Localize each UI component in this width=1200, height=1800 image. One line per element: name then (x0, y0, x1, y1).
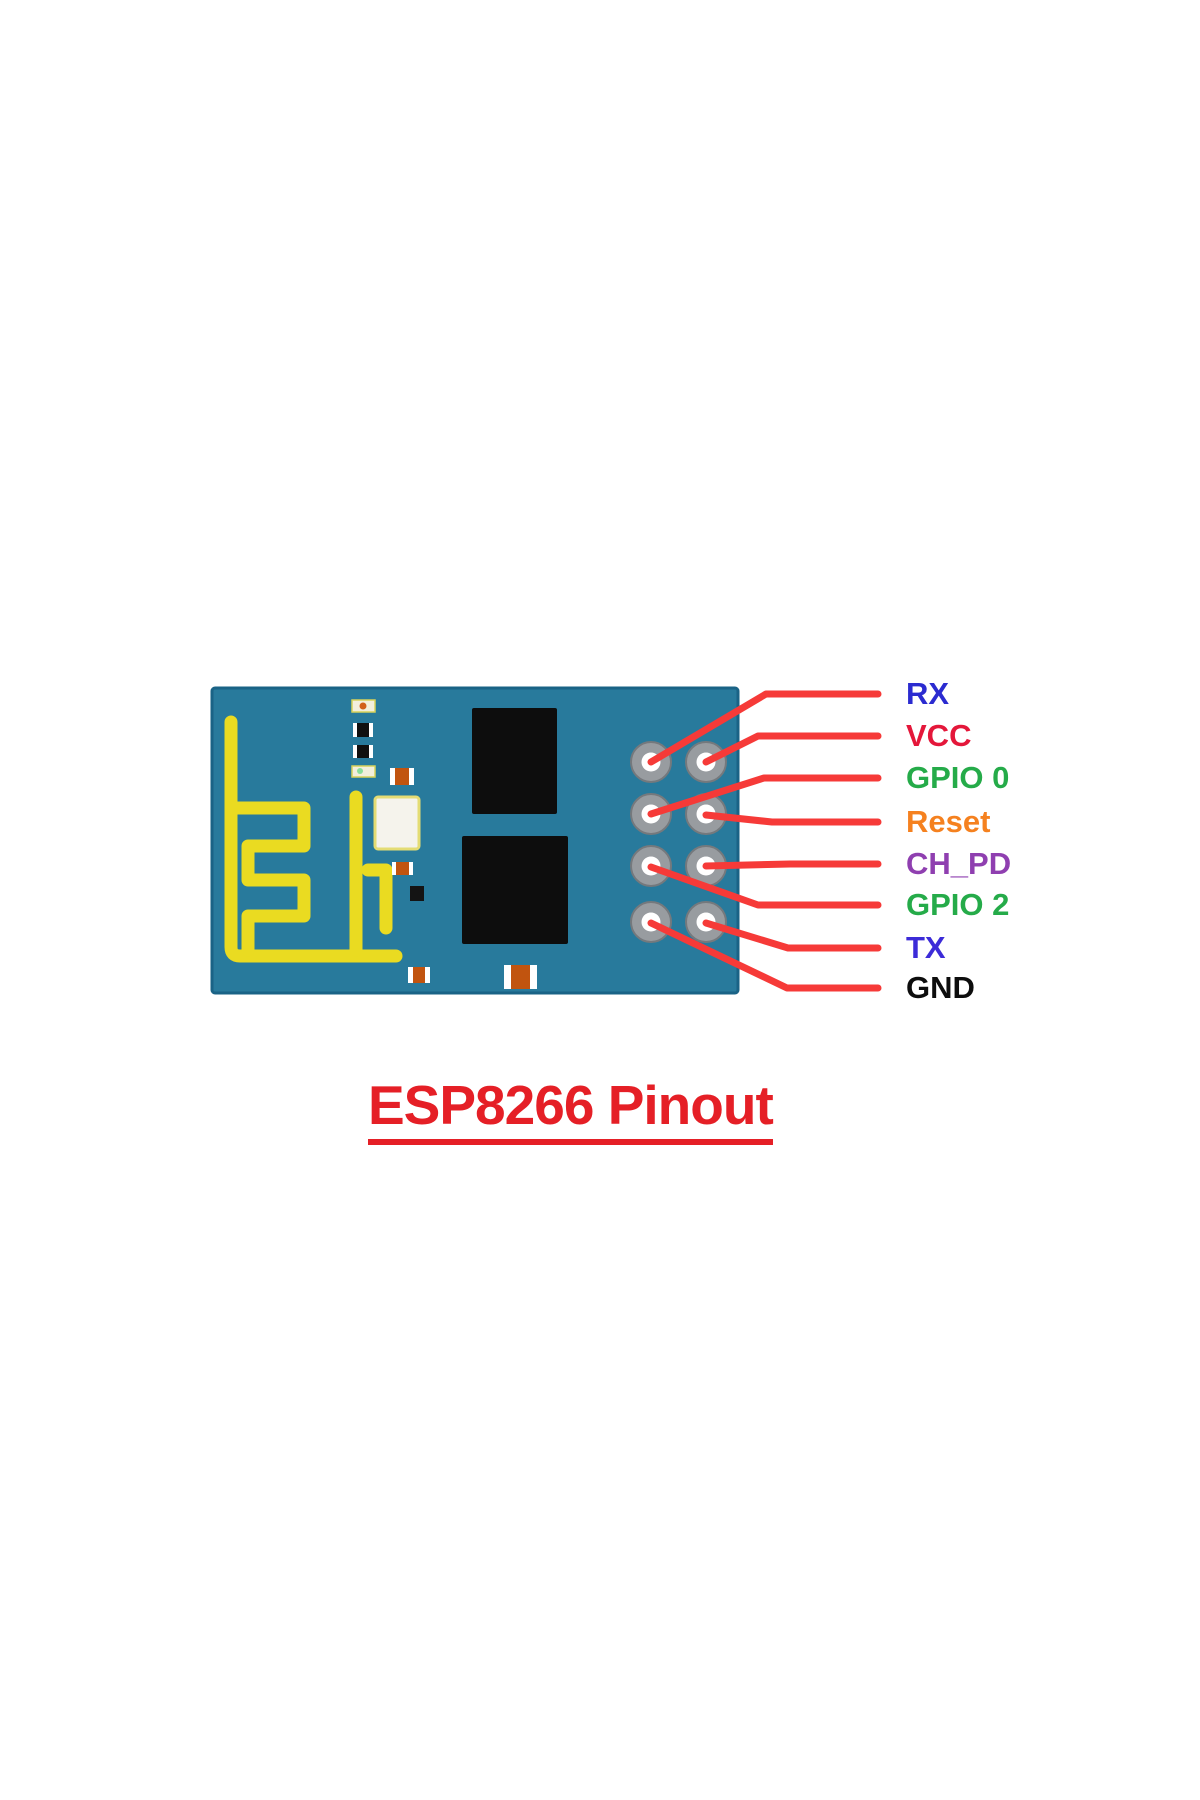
antenna-stub-trace (361, 863, 393, 935)
led-dot (359, 702, 367, 710)
ic-chip-bottom (462, 836, 568, 944)
resistor-center (395, 768, 409, 785)
callout-lines (647, 690, 882, 992)
chip-cap-center (357, 745, 369, 758)
callout-line-rx (647, 690, 882, 766)
callout-line-vcc (702, 732, 882, 766)
pin-label-chpd: CH_PD (906, 846, 1012, 881)
smd-components (351, 699, 537, 989)
pin-label-rx: RX (906, 676, 950, 711)
page-title: ESP8266 Pinout (368, 1078, 774, 1145)
pin-label-gnd: GND (906, 970, 975, 1005)
resistor-center (396, 862, 409, 875)
ic-chip-top (472, 708, 557, 814)
capacitor-center (413, 967, 425, 983)
antenna-main-trace (224, 715, 403, 963)
capacitor-center (511, 965, 530, 989)
callout-line-chpd (702, 860, 882, 870)
callout-line-gpio0 (647, 774, 882, 818)
callout-line-reset (702, 811, 882, 826)
pin-label-reset: Reset (906, 804, 991, 839)
antenna-trace (224, 715, 403, 963)
led-component (351, 765, 376, 778)
led-dot (357, 768, 363, 774)
antenna-meander-trace (227, 801, 311, 957)
pin-label-gpio0: GPIO 0 (906, 760, 1010, 795)
crystal-component (373, 795, 421, 851)
pin-label-gpio2: GPIO 2 (906, 887, 1010, 922)
pin-label-tx: TX (906, 930, 946, 965)
callout-line-tx (702, 919, 882, 952)
small-black-chip (410, 886, 424, 901)
chip-cap-center (357, 723, 369, 737)
callout-line-gnd (647, 919, 882, 992)
pin-label-vcc: VCC (906, 718, 972, 753)
callout-line-gpio2 (647, 863, 882, 909)
